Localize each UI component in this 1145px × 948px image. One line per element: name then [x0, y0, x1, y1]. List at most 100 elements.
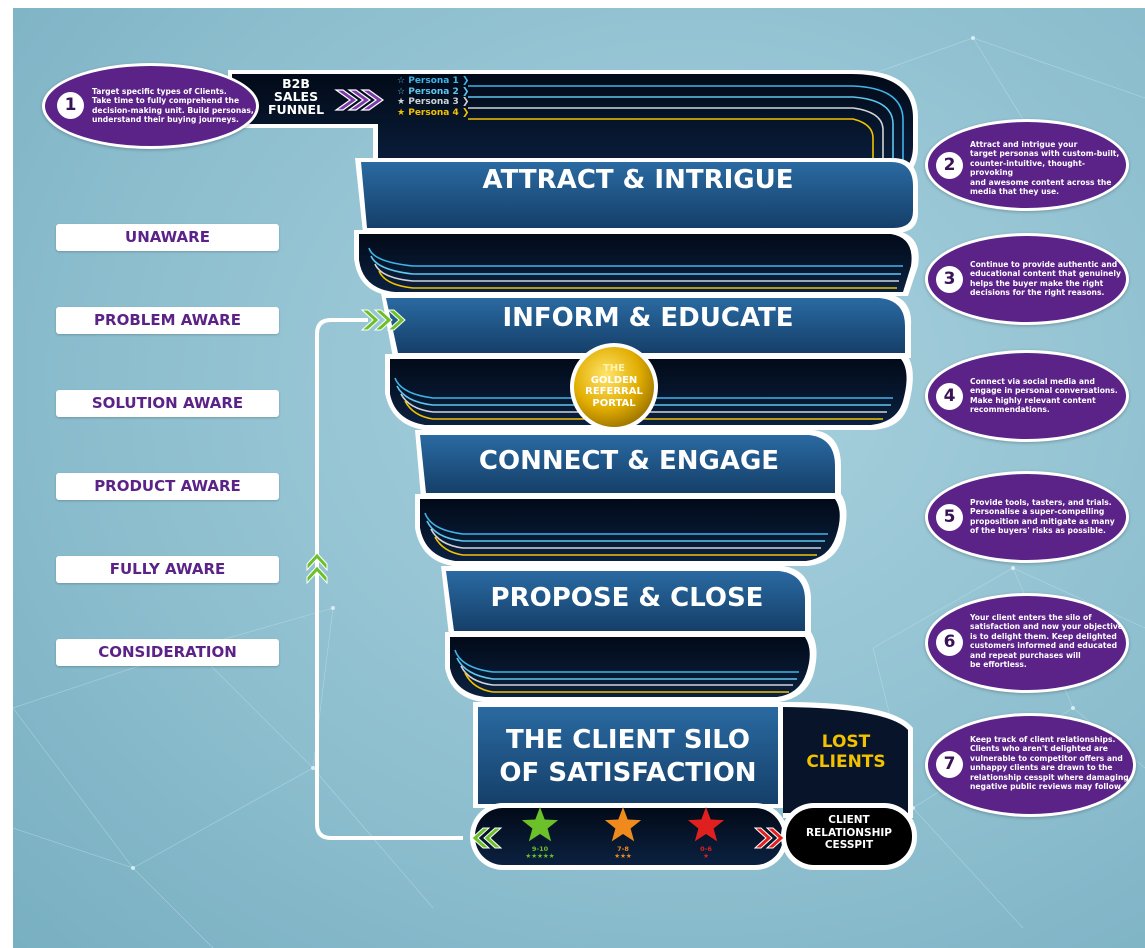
step-line: helps the buyer make the right: [970, 278, 1104, 288]
step-6-bubble: 6 Your client enters the silo of satisfa…: [925, 593, 1129, 693]
stage-consideration: CONSIDERATION: [56, 639, 279, 666]
star-icon: ★: [397, 97, 406, 108]
rating-star-icon: [604, 807, 642, 842]
step-3-bubble: 3 Continue to provide authentic and educ…: [925, 233, 1129, 325]
stage-fully-aware: FULLY AWARE: [56, 556, 279, 583]
loop-chevrons-up: [306, 552, 328, 585]
funnel-title-line: FUNNEL: [267, 102, 325, 117]
step-line: Keep track of client relationships.: [970, 735, 1116, 744]
star-icon: ★: [397, 107, 406, 118]
silo-label: THE CLIENT SILO OF SATISFACTION: [478, 724, 778, 790]
step-line: is to delight them. Keep delighted: [970, 631, 1117, 641]
stage-unaware: UNAWARE: [56, 224, 279, 251]
band-label-connect: CONNECT & ENGAGE: [478, 446, 780, 476]
stage-problem-aware: PROBLEM AWARE: [56, 307, 279, 334]
step-number: 6: [936, 629, 963, 656]
rating-star-icon: [521, 807, 559, 842]
rating-range: 0-6: [700, 845, 712, 853]
sales-funnel-diagram: [228, 70, 919, 870]
step-line: Your client enters the silo of: [970, 613, 1092, 622]
silo-line: OF SATISFACTION: [499, 758, 757, 788]
step-line: decisions for the right reasons.: [970, 288, 1105, 298]
step-line: negative public reviews may follow.: [970, 782, 1124, 792]
step-line: recommendations.: [970, 405, 1050, 415]
silo-line: THE CLIENT SILO: [505, 725, 751, 755]
step-line: customers informed and educated: [970, 641, 1118, 651]
step-line: media that they use.: [970, 187, 1060, 197]
step-number: 5: [936, 504, 963, 531]
step-text: Your client enters the silo of satisfact…: [970, 613, 1123, 669]
funnel-title-line: B2B: [282, 76, 310, 91]
step-number: 3: [936, 266, 963, 293]
loop-chevrons-top: [360, 309, 406, 331]
step-line: Attract and intrigue your: [970, 140, 1078, 149]
funnel-header-ribbon: [228, 70, 918, 186]
band-label-inform: INFORM & EDUCATE: [502, 303, 794, 333]
step-line: vulnerable to competitor offers and: [970, 753, 1123, 763]
band-attract: [354, 158, 919, 296]
step-line: educational content that genuinely: [970, 269, 1121, 279]
step-2-bubble: 2 Attract and intrigue your target perso…: [925, 119, 1129, 211]
lost-clients-pit: [781, 702, 917, 870]
portal-line: GOLDEN: [590, 374, 638, 386]
band-propose: [441, 566, 817, 702]
band-label-propose: PROPOSE & CLOSE: [490, 583, 764, 613]
step-number: 7: [936, 751, 963, 778]
persona-label: Persona 1: [408, 76, 459, 86]
step-line: counter-intuitive, thought-provoking: [970, 158, 1086, 178]
step-line: Make highly relevant content: [970, 395, 1096, 405]
cesspit-label: CLIENT RELATIONSHIP CESSPIT: [786, 814, 912, 852]
golden-referral-portal: [570, 343, 658, 431]
portal-line: REFERRAL: [585, 386, 643, 397]
rating-stars: ★★★: [614, 852, 632, 860]
step-4-bubble: 4 Connect via social media and engage in…: [925, 350, 1129, 442]
persona-list: ☆ Persona 1 ❯ ☆ Persona 2 ❯ ★ Persona 3 …: [397, 76, 469, 118]
step-1-bubble: 1 Target specific types of Clients. Take…: [42, 63, 259, 149]
funnel-chevrons: [334, 89, 385, 111]
silo-chevrons-right: [753, 827, 785, 849]
portal-line: THE: [602, 363, 626, 374]
rating-stars: ★: [703, 852, 709, 860]
star-icon: ☆: [397, 76, 406, 86]
persona-2: ☆ Persona 2 ❯: [397, 86, 470, 97]
step-line: of the buyers' risks as possible.: [970, 526, 1106, 536]
step-line: Personalise a super-compelling: [970, 507, 1105, 517]
step-line: proposition and mitigate as many: [970, 516, 1115, 526]
step-line: Provide tools, tasters, and trials.: [970, 498, 1112, 507]
step-text: Keep track of client relationships. Clie…: [970, 735, 1132, 791]
persona-label: Persona 2: [408, 86, 459, 97]
cesspit-line: CLIENT: [828, 814, 870, 826]
step-number: 2: [936, 152, 963, 179]
step-line: Clients who aren't delighted are: [970, 744, 1108, 754]
step-line: decision-making unit. Build personas,: [92, 105, 254, 115]
band-label-attract: ATTRACT & INTRIGUE: [482, 165, 794, 195]
step-text: Connect via social media and engage in p…: [970, 377, 1118, 415]
step-line: Connect via social media and: [970, 377, 1095, 386]
step-line: Take time to fully comprehend the: [92, 96, 240, 106]
rating-star-icon: [687, 807, 725, 842]
silo-chevrons-left: [471, 827, 503, 849]
rating-1-star: 0-6 ★: [681, 846, 731, 860]
step-line: satisfaction and now your objective: [970, 622, 1123, 632]
step-line: relationship cesspit where damaging,: [970, 772, 1132, 782]
lost-clients-label: LOST CLIENTS: [785, 732, 907, 772]
persona-label: Persona 3: [408, 97, 459, 108]
step-7-bubble: 7 Keep track of client relationships. Cl…: [925, 713, 1136, 817]
lost-line: LOST: [821, 732, 871, 752]
step-text: Provide tools, tasters, and trials. Pers…: [970, 498, 1115, 536]
rating-range: 7-8: [617, 845, 629, 853]
cesspit-line: RELATIONSHIP: [806, 826, 892, 839]
persona-4: ★ Persona 4 ❯: [397, 107, 470, 118]
step-line: and repeat purchases will: [970, 650, 1081, 660]
step-text: Continue to provide authentic and educat…: [970, 260, 1121, 298]
persona-label: Persona 4: [408, 107, 459, 118]
step-line: Target specific types of Clients.: [92, 87, 227, 96]
step-number: 1: [57, 92, 84, 119]
stage-product-aware: PRODUCT AWARE: [56, 473, 279, 500]
rating-5-star: 9-10 ★★★★★: [515, 846, 565, 860]
cesspit-line: CESSPIT: [824, 839, 874, 851]
step-line: target personas with custom-built,: [970, 149, 1120, 159]
persona-1: ☆ Persona 1 ❯: [397, 76, 470, 86]
portal-line: PORTAL: [592, 397, 636, 409]
band-connect: [415, 430, 847, 566]
